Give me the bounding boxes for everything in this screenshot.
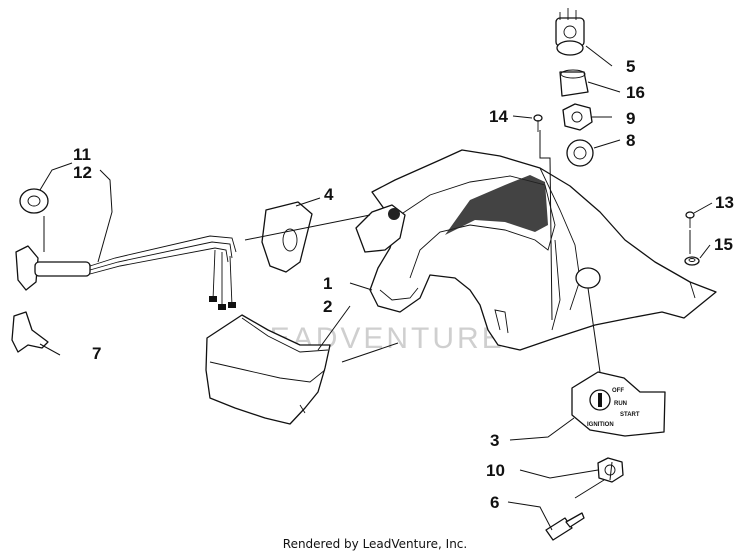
callout-12: 12 (73, 163, 92, 182)
callout-3: 3 (490, 431, 499, 450)
lower-cover (205, 314, 331, 425)
switch-label-run: RUN (614, 401, 627, 407)
callout-15: 15 (714, 235, 733, 254)
callout-13: 13 (715, 193, 734, 212)
callout-14: 14 (489, 107, 508, 126)
lock-washer (566, 139, 594, 167)
hex-nut-9 (562, 103, 593, 131)
switch-knob (19, 188, 49, 214)
callout-4: 4 (324, 185, 334, 204)
screw-13 (685, 211, 695, 228)
callout-1: 1 (323, 274, 332, 293)
small-lever (11, 311, 49, 353)
callout-6: 6 (490, 493, 499, 512)
callout-11: 11 (73, 145, 91, 164)
leader-lines (39, 45, 713, 531)
callout-labels: 1 2 3 4 5 6 7 8 9 10 11 12 13 14 15 16 (73, 57, 734, 512)
ignition-plate: OFF RUN START IGNITION (571, 371, 666, 437)
callout-2: 2 (323, 297, 332, 316)
callout-8: 8 (626, 131, 635, 150)
switch-barrel (555, 8, 585, 56)
callout-7: 7 (92, 344, 101, 363)
callout-10: 10 (486, 461, 505, 480)
bushing (559, 69, 589, 97)
ignition-key (545, 512, 585, 541)
switch-harness (15, 235, 237, 310)
callout-9: 9 (626, 109, 635, 128)
callout-16: 16 (626, 83, 645, 102)
screw-14 (533, 114, 543, 132)
callout-5: 5 (626, 57, 635, 76)
hex-nut-10 (597, 457, 624, 483)
washer-15 (684, 256, 700, 266)
switch-label-ignition: IGNITION (587, 422, 614, 428)
footer-credit: Rendered by LeadVenture, Inc. (282, 537, 468, 551)
gasket-plate (261, 201, 313, 273)
switch-label-start: START (620, 412, 640, 418)
switch-label-off: OFF (612, 388, 624, 394)
console-housing (355, 149, 717, 351)
